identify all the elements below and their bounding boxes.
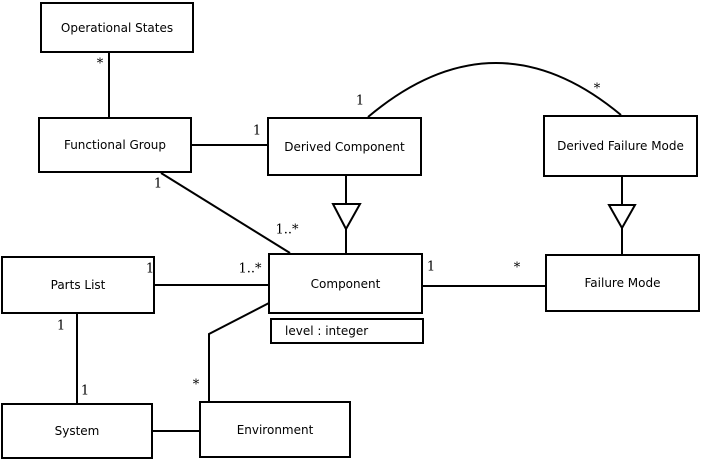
multiplicity-functional-group-end: 1: [153, 176, 163, 192]
multiplicity-component-end-failure: 1: [426, 259, 436, 275]
class-name-functional-group: Functional Group: [63, 138, 167, 152]
class-box-system: System: [1, 403, 153, 459]
multiplicity-environment-end: *: [192, 377, 200, 393]
class-attributes-component: level : integer: [270, 318, 424, 344]
class-name-system: System: [54, 424, 100, 438]
association-functional-group-component: [160, 172, 291, 254]
class-name-parts-list: Parts List: [50, 278, 106, 292]
association-derived-component-derived-failure-mode-arc: [367, 62, 622, 118]
class-name-operational-states: Operational States: [60, 20, 174, 35]
association-component-environment: [208, 302, 270, 401]
multiplicity-failure-mode-end: *: [513, 260, 521, 276]
multiplicity-parts-list-end: 1: [145, 261, 155, 277]
class-name-derived-component: Derived Component: [284, 139, 405, 154]
class-box-environment: Environment: [199, 401, 351, 458]
generalization-triangle-icon: [607, 204, 637, 231]
attribute-level-integer: level : integer: [285, 324, 369, 338]
class-name-failure-mode: Failure Mode: [584, 276, 661, 290]
class-box-derived-failure-mode: Derived Failure Mode: [543, 115, 698, 177]
multiplicity-derived-component-end: 1: [252, 123, 262, 139]
generalization-triangle-icon: [331, 203, 362, 232]
multiplicity-parts-list-bottom-end: 1: [56, 318, 66, 334]
class-box-derived-component: Derived Component: [267, 117, 422, 176]
multiplicity-arc-derived-component-end: 1: [355, 93, 365, 109]
multiplicity-system-end: 1: [80, 383, 90, 399]
class-box-functional-group: Functional Group: [38, 117, 192, 173]
class-name-derived-failure-mode: Derived Failure Mode: [557, 139, 684, 153]
class-box-component: Component: [268, 253, 423, 314]
multiplicity-arc-derived-failure-mode-end: *: [593, 81, 601, 97]
class-name-component: Component: [310, 276, 381, 291]
multiplicity-component-end-diagonal: 1..*: [275, 222, 299, 238]
multiplicity-operational-states-end: *: [96, 56, 104, 72]
class-box-parts-list: Parts List: [1, 256, 155, 314]
multiplicity-component-end-parts: 1..*: [238, 261, 262, 277]
class-box-failure-mode: Failure Mode: [545, 254, 700, 312]
class-box-operational-states: Operational States: [40, 2, 194, 53]
class-name-environment: Environment: [236, 422, 314, 437]
